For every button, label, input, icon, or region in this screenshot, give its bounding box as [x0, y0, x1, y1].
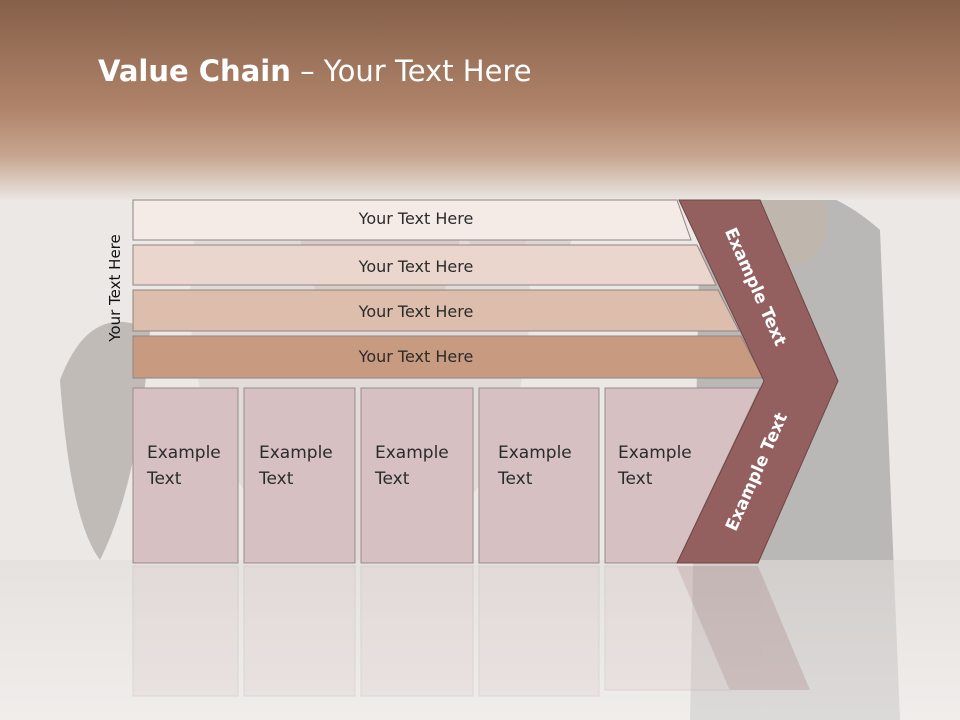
box-label-5: Example Text: [618, 443, 692, 489]
row-label-1: Your Text Here: [358, 209, 474, 228]
side-axis-label: Your Text Here: [106, 234, 124, 342]
title-rest: – Your Text Here: [290, 54, 532, 88]
activity-box-1[interactable]: [132, 387, 239, 564]
row-label-4: Your Text Here: [358, 347, 474, 366]
row-label-3: Your Text Here: [358, 302, 474, 321]
row-bar-3[interactable]: [132, 289, 740, 332]
activity-box-2[interactable]: [243, 387, 356, 564]
box-label-4: Example Text: [498, 443, 572, 489]
row-bar-2[interactable]: [132, 244, 717, 286]
box-label-3: Example Text: [375, 443, 449, 489]
activity-box-4[interactable]: [478, 387, 600, 564]
slide-title: Value Chain – Your Text Here: [98, 54, 532, 88]
row-label-2: Your Text Here: [358, 257, 474, 276]
box-label-1: Example Text: [147, 443, 221, 489]
activity-box-3[interactable]: [360, 387, 474, 564]
margin-chevron[interactable]: [676, 199, 839, 564]
row-bar-1[interactable]: [132, 199, 692, 241]
title-bold: Value Chain: [98, 54, 291, 88]
box-label-2: Example Text: [259, 443, 333, 489]
